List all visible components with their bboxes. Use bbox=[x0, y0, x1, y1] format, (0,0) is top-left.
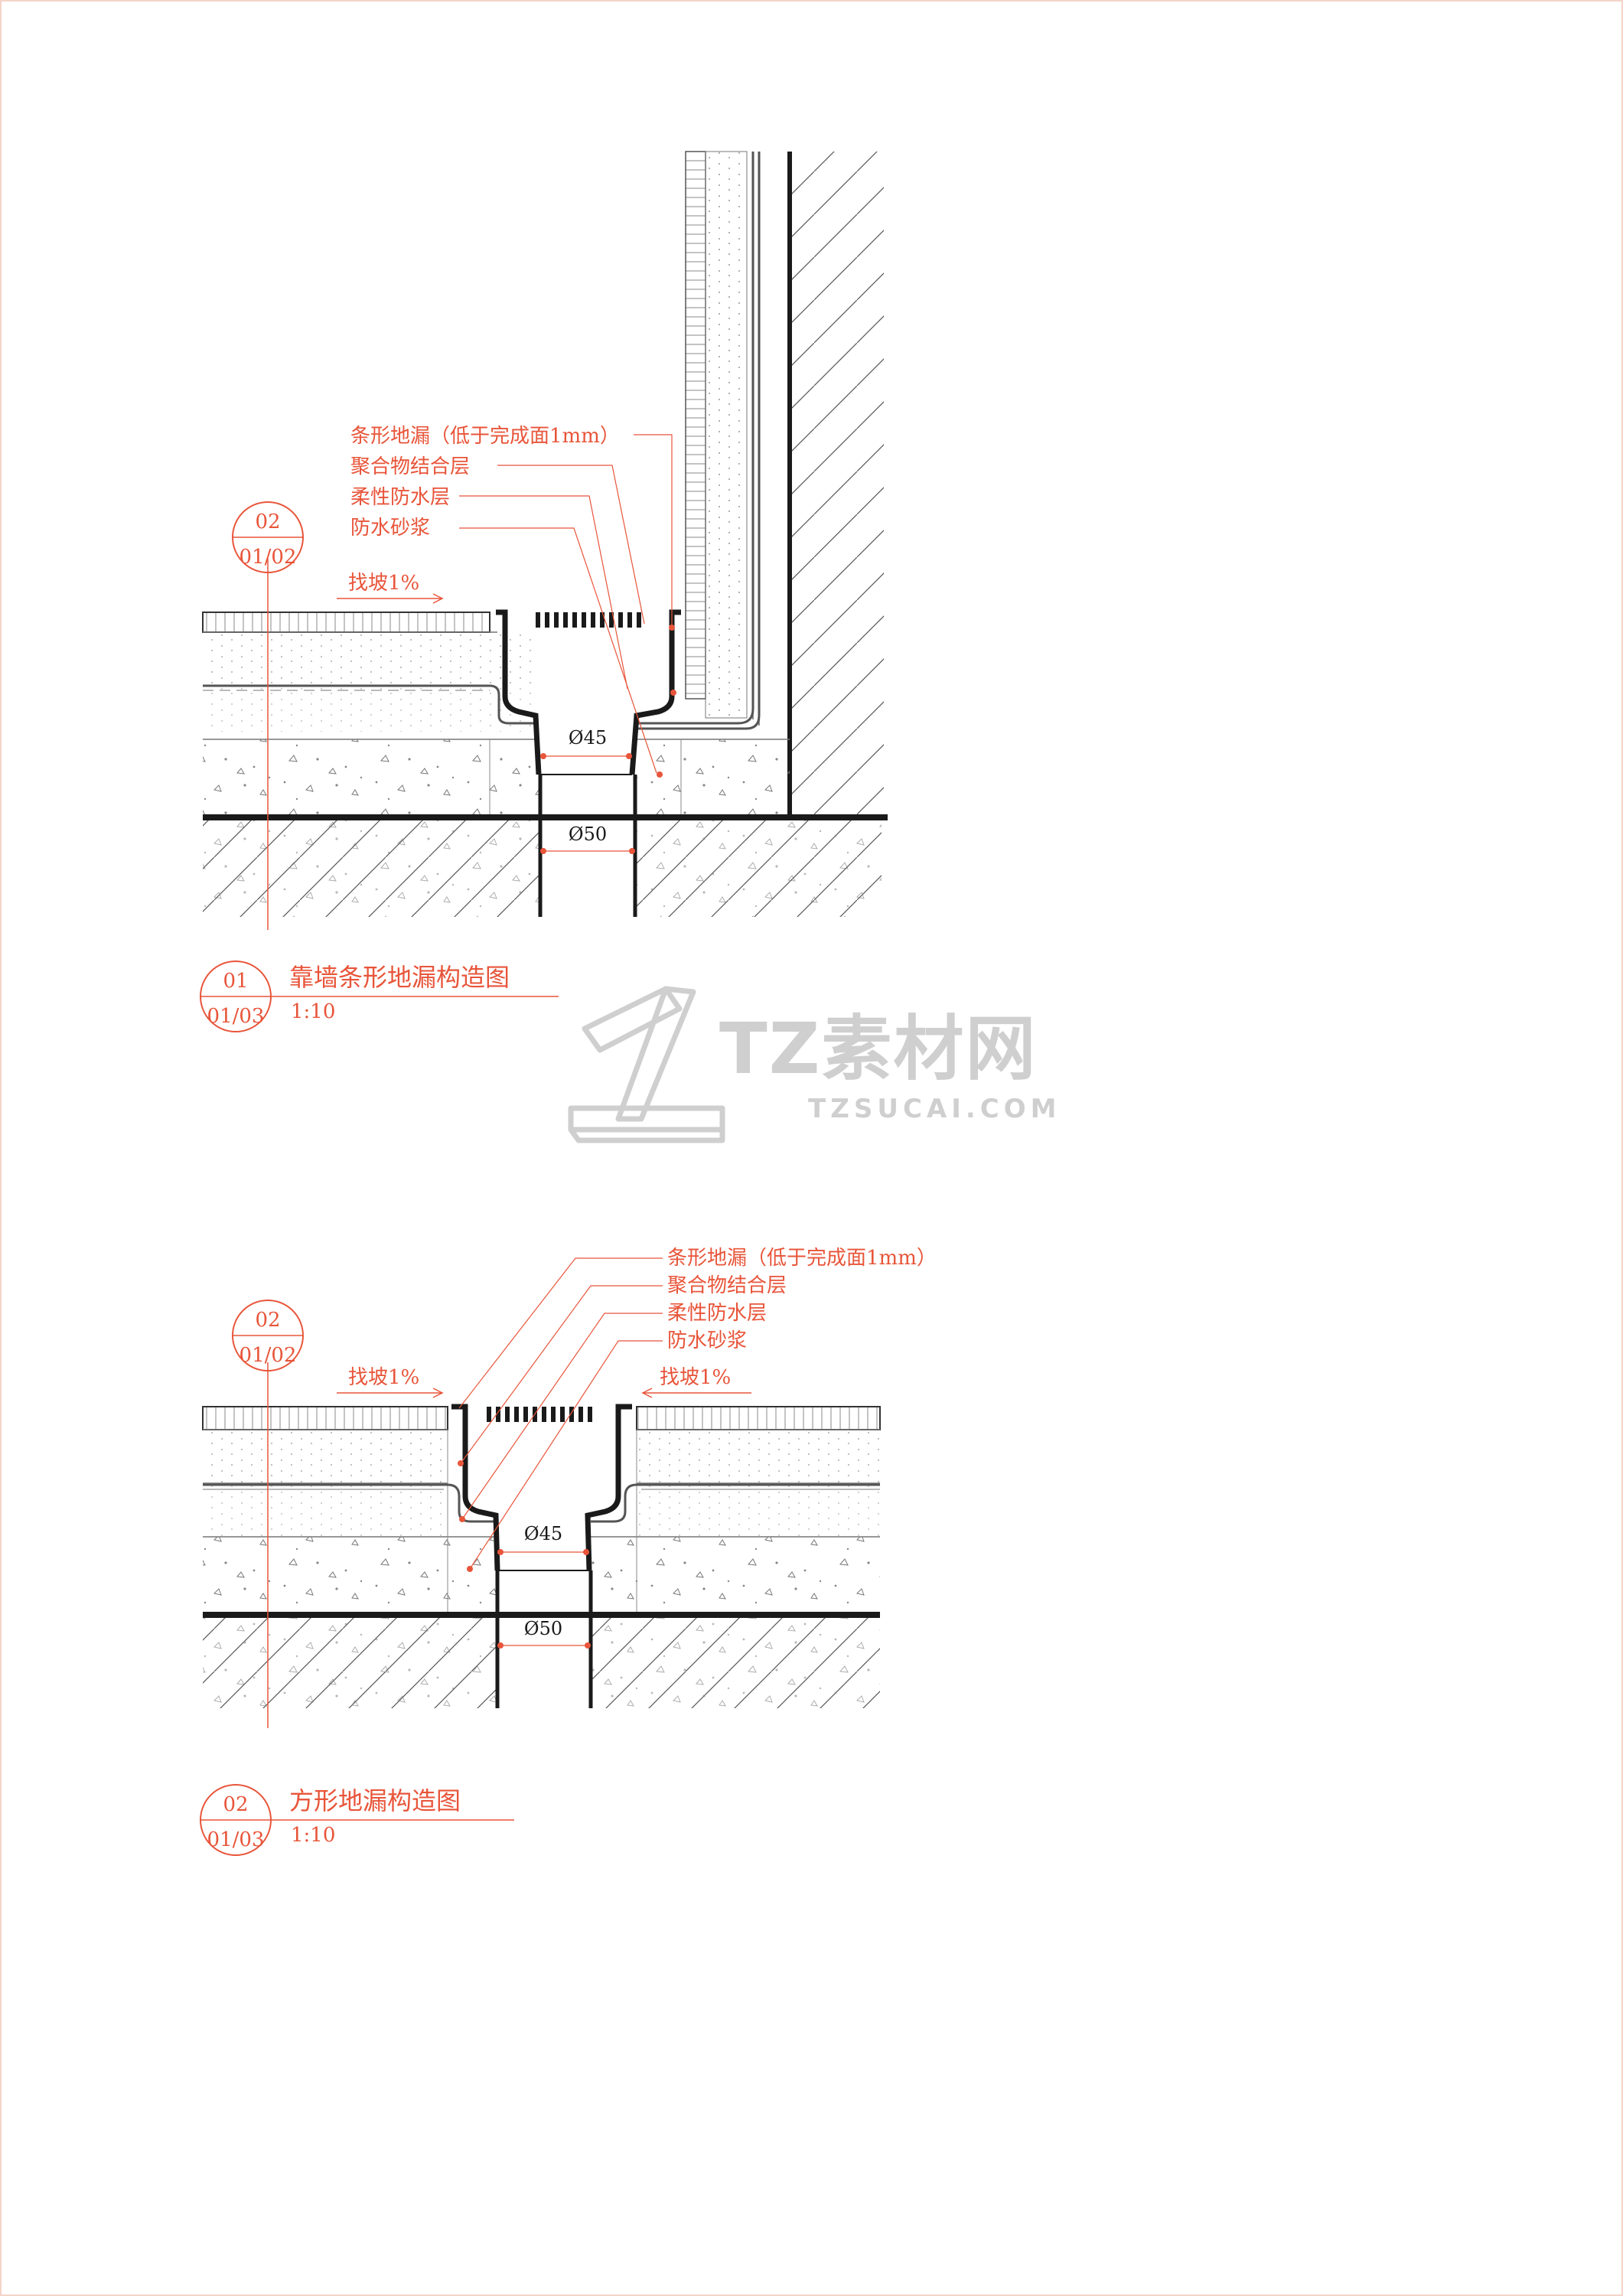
mortar-layer bbox=[637, 1483, 880, 1537]
dim-outer: Ø50 bbox=[524, 1618, 562, 1639]
title-block-1: 01 01/03 靠墙条形地漏构造图 1:10 bbox=[200, 960, 559, 1032]
watermark-brand: TZ素材网 bbox=[719, 1008, 1037, 1090]
dim-inner: Ø45 bbox=[524, 1523, 562, 1544]
callout-4: 防水砂浆 bbox=[350, 517, 430, 540]
concrete-slab bbox=[203, 1537, 497, 1613]
ref-bubble-bottom: 01/02 bbox=[240, 546, 297, 569]
callout-list: 条形地漏（低于完成面1mm） 聚合物结合层 柔性防水层 防水砂浆 bbox=[667, 1247, 937, 1352]
bonding-layer bbox=[203, 632, 532, 686]
title-sheet: 01/03 bbox=[207, 1828, 265, 1851]
soil-texture bbox=[203, 817, 539, 917]
slope-label-left: 找坡1% bbox=[348, 1366, 419, 1389]
title-number: 02 bbox=[223, 1793, 248, 1816]
wall-hatch bbox=[792, 152, 884, 817]
callout-3: 柔性防水层 bbox=[667, 1302, 767, 1325]
wall-mortar bbox=[705, 151, 748, 719]
drawing-2: 02 01/02 找坡1% 找坡1% 条形地漏（低于完成面1mm） 聚合物结合层… bbox=[200, 1247, 937, 1856]
title-name: 方形地漏构造图 bbox=[289, 1786, 461, 1815]
drain-grate bbox=[487, 1407, 592, 1422]
title-name: 靠墙条形地漏构造图 bbox=[289, 963, 510, 992]
callout-1: 条形地漏（低于完成面1mm） bbox=[350, 425, 620, 448]
watermark: TZ素材网 TZSUCAI.COM bbox=[568, 986, 1061, 1143]
ref-bubble-top: 02 bbox=[255, 1309, 280, 1332]
tz-logo-icon bbox=[568, 986, 725, 1143]
soil-texture bbox=[591, 1615, 880, 1708]
ref-bubble-bottom: 01/02 bbox=[240, 1344, 297, 1367]
callout-1: 条形地漏（低于完成面1mm） bbox=[667, 1247, 937, 1270]
floor-tile bbox=[202, 612, 490, 633]
soil-texture bbox=[637, 817, 882, 917]
ref-bubble-top: 02 bbox=[255, 510, 280, 533]
waterproof-membrane bbox=[203, 1483, 497, 1523]
title-sheet: 01/03 bbox=[207, 1005, 265, 1028]
soil-texture bbox=[203, 1615, 497, 1708]
callout-2: 聚合物结合层 bbox=[667, 1274, 787, 1297]
slope-label-right: 找坡1% bbox=[660, 1366, 731, 1389]
concrete-slab bbox=[591, 1537, 880, 1613]
slope-label: 找坡1% bbox=[348, 572, 419, 595]
floor-tile bbox=[636, 1406, 881, 1430]
wall-tile bbox=[685, 151, 706, 700]
linear-drain bbox=[496, 609, 681, 775]
drawing-1: 02 01/02 找坡1% 条形地漏（低于完成面1mm） 聚合物结合层 柔性防水… bbox=[200, 151, 888, 1032]
drain-grate bbox=[536, 612, 641, 628]
waterproof-membrane bbox=[203, 684, 536, 725]
watermark-url: TZSUCAI.COM bbox=[808, 1094, 1061, 1124]
title-number: 01 bbox=[223, 970, 248, 993]
title-block-2: 02 01/03 方形地漏构造图 1:10 bbox=[200, 1784, 514, 1856]
callout-2: 聚合物结合层 bbox=[350, 455, 470, 478]
dim-inner: Ø45 bbox=[569, 727, 607, 748]
callout-list: 条形地漏（低于完成面1mm） 聚合物结合层 柔性防水层 防水砂浆 bbox=[350, 425, 620, 540]
concrete-slab bbox=[637, 739, 790, 816]
bonding-layer bbox=[203, 1430, 448, 1483]
title-scale: 1:10 bbox=[291, 1000, 335, 1023]
concrete-slab bbox=[203, 739, 539, 816]
mortar-layer bbox=[203, 1483, 448, 1537]
callout-4: 防水砂浆 bbox=[667, 1329, 747, 1352]
bonding-layer bbox=[637, 1430, 880, 1483]
mortar-layer bbox=[203, 686, 539, 732]
floor-tile bbox=[202, 1406, 448, 1430]
callout-3: 柔性防水层 bbox=[350, 486, 450, 509]
dim-outer: Ø50 bbox=[569, 823, 607, 845]
square-drain bbox=[451, 1404, 632, 1571]
title-scale: 1:10 bbox=[291, 1824, 335, 1847]
